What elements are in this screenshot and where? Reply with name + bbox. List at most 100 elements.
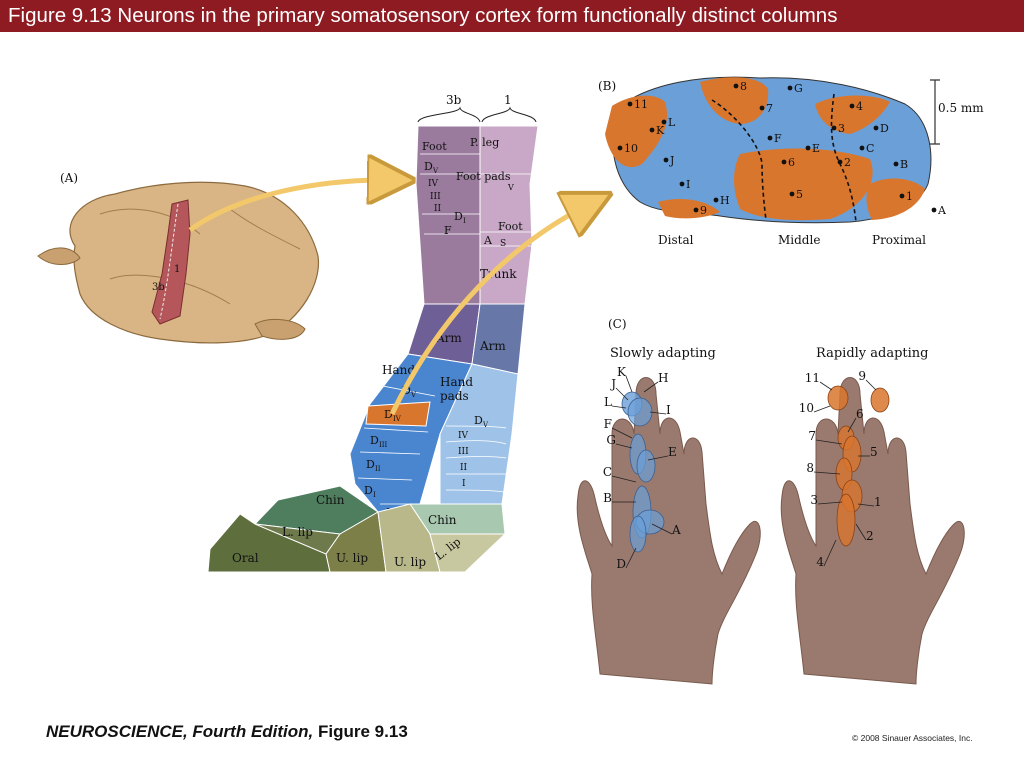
region-hand-pads-1: Hand xyxy=(440,375,473,389)
leader-line xyxy=(615,387,629,401)
field-label: 5 xyxy=(870,445,878,459)
field-label: 2 xyxy=(866,529,874,543)
region-foot: Foot xyxy=(422,140,447,153)
leader-line xyxy=(611,475,637,483)
recording-site-dot xyxy=(693,207,699,213)
field-label: 1 xyxy=(874,495,882,509)
region-iii: III xyxy=(430,192,441,202)
leader-line xyxy=(647,455,669,461)
leader-line xyxy=(625,547,637,569)
title-bar: Figure 9.13 Neurons in the primary somat… xyxy=(0,0,1024,32)
recording-site-dot xyxy=(627,101,633,107)
field-slow-7 xyxy=(629,515,647,553)
recording-site-label: E xyxy=(812,142,820,155)
recording-site-dot xyxy=(787,85,793,91)
field-label: E xyxy=(668,445,677,459)
recording-site-label: 10 xyxy=(624,142,638,155)
recording-site-label: 7 xyxy=(766,102,773,115)
region-pads-dv: D xyxy=(474,414,483,427)
field-label: C xyxy=(603,465,612,479)
somatotopic-map: 3b 1 Foot P. leg D V IV III II D I F Foo… xyxy=(207,93,590,573)
leader-line xyxy=(611,427,633,439)
recording-site-dot xyxy=(805,145,811,151)
leader-line xyxy=(855,523,867,541)
region-chin-left: Chin xyxy=(316,493,345,507)
figure-title: Figure 9.13 Neurons in the primary somat… xyxy=(8,4,838,27)
field-label: J xyxy=(609,377,616,391)
column-label-3b: 3b xyxy=(446,93,462,107)
field-label: L xyxy=(604,395,612,409)
region-pads-dv-sub: V xyxy=(482,421,489,429)
recording-site-label: G xyxy=(794,82,803,95)
label-middle: Middle xyxy=(778,233,820,247)
recording-site-dot xyxy=(759,105,765,111)
region-hand-dv-sub: V xyxy=(410,391,417,399)
slowly-adapting-title: Slowly adapting xyxy=(610,346,716,361)
recording-site-dot xyxy=(789,191,795,197)
region-ii: II xyxy=(434,204,442,214)
recording-site-dot xyxy=(661,119,667,125)
field-rapid-1 xyxy=(827,385,849,411)
recording-site-label: F xyxy=(774,132,782,145)
field-label: H xyxy=(658,371,668,385)
recording-site-dot xyxy=(617,145,623,151)
region-p-leg: P. leg xyxy=(470,136,499,149)
field-slow-4 xyxy=(636,449,656,483)
field-label: D xyxy=(616,557,626,571)
recording-site-label: H xyxy=(720,194,730,207)
recording-site-label: 3 xyxy=(838,122,845,135)
orange-patch-bottom-middle xyxy=(734,148,873,221)
field-label: 9 xyxy=(858,369,866,383)
scale-label: 0.5 mm xyxy=(938,101,984,115)
orange-patch-top xyxy=(700,77,769,124)
leader-line xyxy=(651,523,673,535)
hand-left xyxy=(576,377,761,685)
arrow-to-map xyxy=(188,180,392,233)
recording-site-dot xyxy=(649,127,655,133)
column-divider-1 xyxy=(711,99,767,221)
leader-line xyxy=(813,405,831,413)
recording-site-dot xyxy=(713,197,719,203)
field-label: K xyxy=(617,365,627,379)
field-label: 10 xyxy=(799,401,814,415)
recording-site-label: 1 xyxy=(906,190,913,203)
region-foot-right: Foot xyxy=(498,220,523,233)
region-dv-foot: D xyxy=(424,160,433,173)
region-hand-pads-2: pads xyxy=(440,389,469,403)
recording-site-label: B xyxy=(900,158,908,171)
region-hand-diii-sub: III xyxy=(379,441,388,449)
region-v: V xyxy=(507,183,514,192)
recording-site-label: L xyxy=(668,116,676,129)
recording-site-label: 2 xyxy=(844,156,851,169)
leader-line xyxy=(611,405,627,409)
region-hand-diii: D xyxy=(370,434,379,447)
field-label: F xyxy=(604,417,612,431)
orange-patch-bottom-right xyxy=(866,178,925,220)
recording-site-dot xyxy=(893,161,899,167)
recording-site-label: K xyxy=(656,124,665,137)
region-iv: IV xyxy=(428,179,439,189)
region-pads-i: I xyxy=(462,479,466,489)
recording-site-label: 8 xyxy=(740,80,747,93)
leader-line xyxy=(615,443,633,449)
region-f: F xyxy=(444,224,452,237)
recording-site-dot xyxy=(679,181,685,187)
orange-patch-right xyxy=(815,95,890,134)
recording-site-label: 9 xyxy=(700,204,707,217)
field-rapid-7 xyxy=(836,493,856,547)
copyright-notice: © 2008 Sinauer Associates, Inc. xyxy=(852,733,973,743)
leader-line xyxy=(823,539,837,567)
column-label-1: 1 xyxy=(504,93,512,107)
orange-patch-bottom-left xyxy=(658,199,720,219)
leader-line xyxy=(847,417,857,433)
leader-line xyxy=(815,439,843,445)
arrow-to-panel-b xyxy=(389,204,590,416)
field-label: B xyxy=(603,491,612,505)
recording-site-label: 4 xyxy=(856,100,863,113)
recording-site-dot xyxy=(873,125,879,131)
recording-site-label: 6 xyxy=(788,156,795,169)
